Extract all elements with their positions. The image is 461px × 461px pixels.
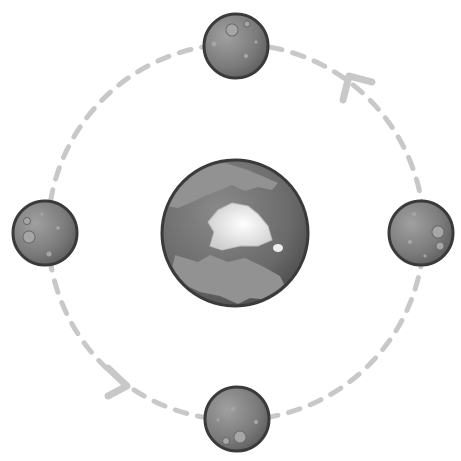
- moon-top: [204, 14, 268, 78]
- moon-left: [13, 201, 77, 265]
- moon-right: [389, 201, 453, 265]
- direction-arrow-bottom-left: [108, 368, 127, 396]
- moon-bottom: [205, 387, 269, 451]
- earth-globe: [160, 160, 308, 306]
